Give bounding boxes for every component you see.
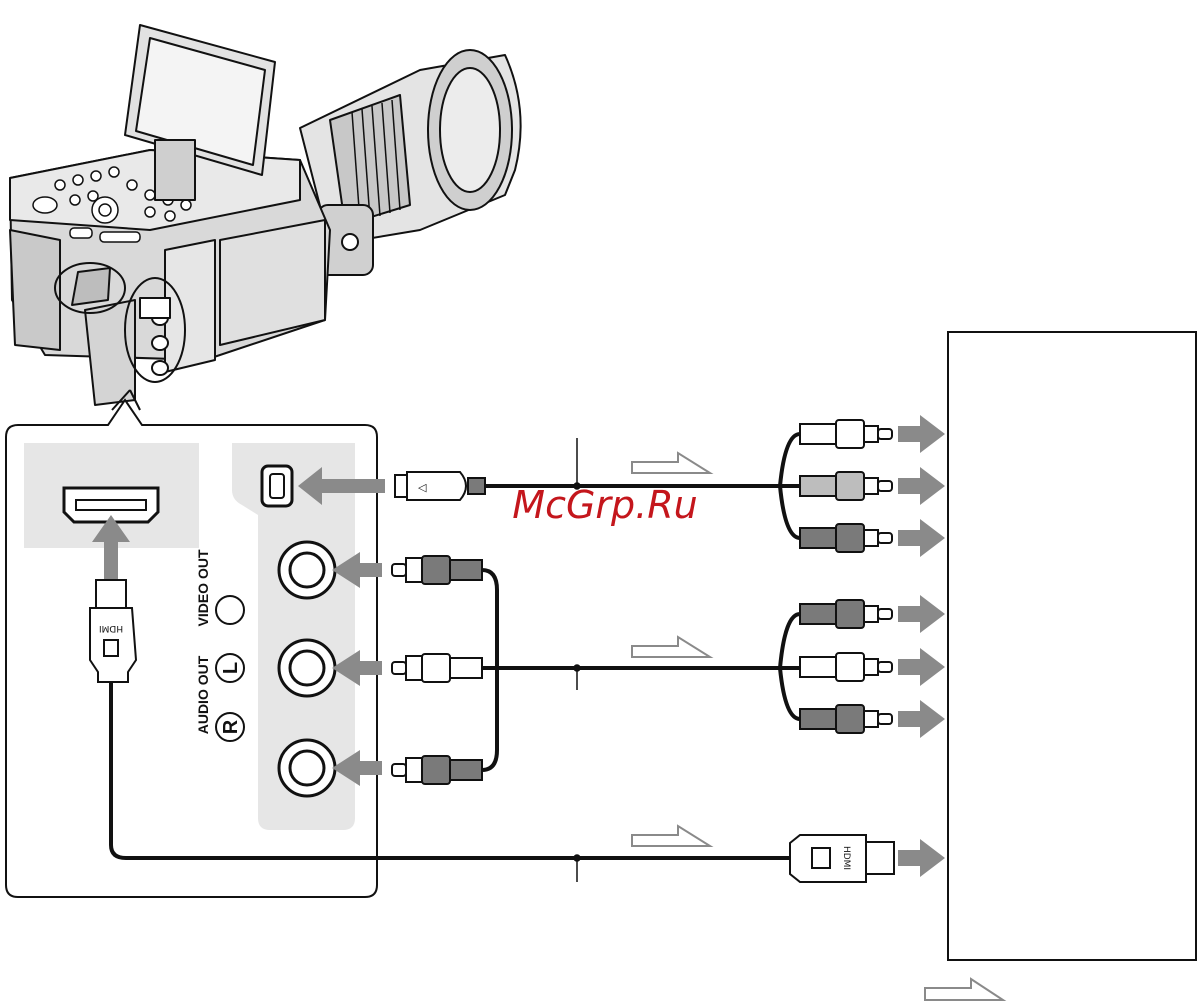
hdmi-plug-mark-camera: HDMI — [99, 623, 123, 633]
hdmi-plug-mark-tv: HDMI — [841, 846, 851, 870]
tv-device-box — [948, 332, 1196, 960]
hdmi-plug-tv: HDMI — [790, 835, 894, 882]
rca-jack-icon — [279, 542, 335, 796]
rca-plug-right-3 — [800, 524, 892, 552]
rca-plug-left-2 — [392, 654, 482, 682]
watermark-text: McGrp.Ru — [512, 483, 697, 527]
rca-plug-right-1 — [800, 420, 892, 448]
output-arrow-icon — [898, 415, 945, 877]
left-channel-label: L — [220, 662, 242, 674]
av-port-icon — [262, 466, 292, 506]
rca-plug-right-6 — [800, 705, 892, 733]
rca-plug-right-5 — [800, 653, 892, 681]
video-out-label: VIDEO OUT — [195, 549, 211, 626]
camcorder-illustration — [10, 25, 521, 410]
rca-plug-right-2 — [800, 472, 892, 500]
video-out-symbol — [216, 596, 244, 624]
right-channel-label: R — [220, 719, 242, 734]
av-plug-mark: ◁ — [418, 481, 427, 494]
av-multi-plug: ◁ — [395, 472, 485, 500]
audio-out-label: AUDIO OUT — [195, 655, 211, 734]
rca-plug-right-4 — [800, 600, 892, 628]
rca-plug-left-3 — [392, 756, 482, 784]
rca-plug-left-1 — [392, 556, 482, 584]
